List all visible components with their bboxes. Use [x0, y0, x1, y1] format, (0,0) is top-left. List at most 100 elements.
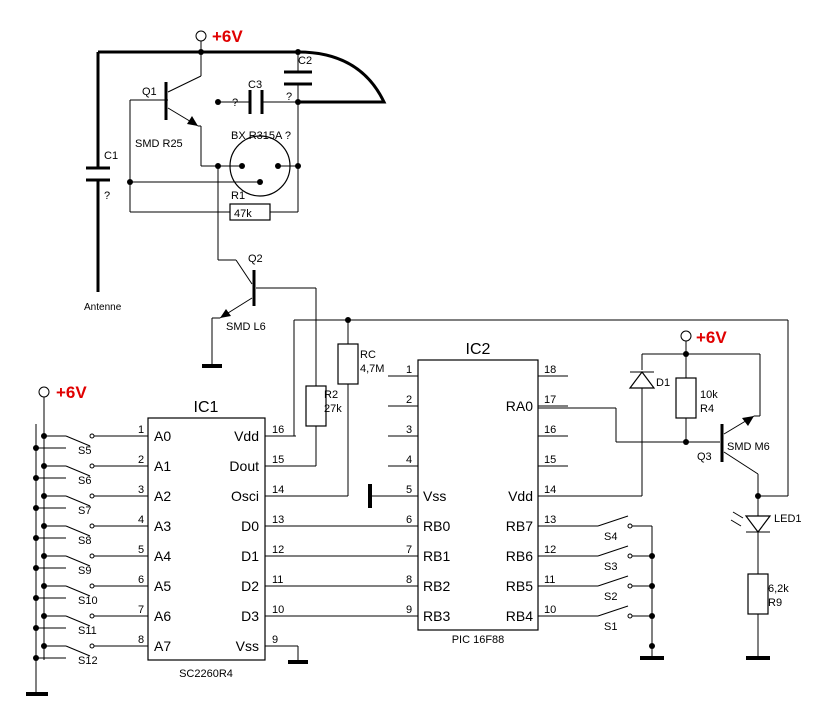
ic1-pin-num: 12 — [272, 544, 284, 556]
q1-ref: Q1 — [142, 86, 157, 98]
switch-label: S9 — [78, 565, 91, 577]
switch-label: S5 — [78, 445, 91, 457]
ic2-pin-num: 7 — [406, 544, 412, 556]
switch-contact — [597, 515, 629, 527]
rc-value: 4,7M — [360, 363, 384, 375]
switch-label: S7 — [78, 505, 91, 517]
ic2-pin-num: 11 — [544, 574, 555, 586]
q3-ref: Q3 — [697, 451, 712, 463]
ic2-pin-num: 4 — [406, 454, 412, 466]
ic2-pin-name: RB2 — [423, 578, 450, 594]
ic1-pin-num: 6 — [138, 574, 144, 586]
ic2-pin-num: 1 — [406, 364, 412, 376]
ic1-pin-num: 3 — [138, 484, 144, 496]
ic1-pin-num: 11 — [272, 574, 283, 586]
ic2-pin-num: 3 — [406, 424, 412, 436]
ic1-pin-num: 2 — [138, 454, 144, 466]
ic1-pin-name: D0 — [241, 518, 259, 534]
switch-contact — [65, 645, 91, 657]
q3-part: SMD M6 — [727, 441, 770, 453]
ic1-pin-num: 8 — [138, 634, 144, 646]
c2-ref: C2 — [298, 55, 312, 67]
c2-value: ? — [286, 91, 292, 103]
switch-label: S6 — [78, 475, 91, 487]
ic2-pin-name: RB7 — [506, 518, 533, 534]
ic2-pin-num: 18 — [544, 364, 556, 376]
switch-contact — [65, 555, 91, 567]
ic2-part: PIC 16F88 — [452, 634, 505, 646]
antenna-loop — [98, 50, 387, 104]
ic1-pin-name: Osci — [231, 488, 259, 504]
supply-label-left: +6V — [56, 383, 87, 402]
ic1-pin-num: 4 — [138, 514, 144, 526]
q1-part: SMD R25 — [135, 138, 183, 150]
switch-label: S11 — [78, 625, 97, 637]
resonator-label: BX R315A ? — [231, 130, 291, 142]
ic1-pin-name: A7 — [154, 638, 171, 654]
ic1-pin-name: Vdd — [234, 428, 259, 444]
switch-contact — [65, 525, 91, 537]
ic2-pin-num: 8 — [406, 574, 412, 586]
q2-ref: Q2 — [248, 253, 263, 265]
q1-emitter-arrow — [187, 116, 198, 126]
ic2-pin-num: 17 — [544, 394, 556, 406]
q2-part: SMD L6 — [226, 321, 266, 333]
switch-label: S3 — [604, 561, 617, 573]
ic1-pin-num: 13 — [272, 514, 284, 526]
switch-label: S2 — [604, 591, 617, 603]
ic1-pin-num: 14 — [272, 484, 284, 496]
ic2-pin-num: 5 — [406, 484, 412, 496]
ic2-pin-name: RB1 — [423, 548, 450, 564]
r4-ref: R4 — [700, 403, 714, 415]
d1-body — [628, 371, 656, 389]
supply-terminal-left — [38, 386, 50, 398]
ic1-pin-num: 1 — [138, 424, 144, 436]
ic2-pin-num: 13 — [544, 514, 556, 526]
switch-label: S8 — [78, 535, 91, 547]
rf-section: +6V C1 ? Antenne C2 ? Q1 SMD R25 — [84, 27, 789, 497]
ic1-pin-name: A4 — [154, 548, 171, 564]
ic1-pin-name: A0 — [154, 428, 171, 444]
led1-body — [744, 515, 772, 533]
supply-terminal-top — [195, 30, 207, 42]
ic1-pin-name: A2 — [154, 488, 171, 504]
ic1-pin-num: 15 — [272, 454, 284, 466]
ic1-pin-name: D2 — [241, 578, 259, 594]
ic1-ref: IC1 — [194, 399, 219, 416]
switch-contact — [65, 495, 91, 507]
c1-ref: C1 — [104, 150, 118, 162]
r2-ref: R2 — [324, 389, 338, 401]
supply-label-right: +6V — [696, 328, 727, 347]
ic1-pin-name: A1 — [154, 458, 171, 474]
ic2-pin-num: 2 — [406, 394, 412, 406]
switch-contact — [65, 585, 91, 597]
switch-label: S1 — [604, 621, 617, 633]
r9-ref: R9 — [768, 597, 782, 609]
switch-contact — [65, 435, 91, 447]
ic1-pin-num: 16 — [272, 424, 284, 436]
ic2-pin-name: Vss — [423, 488, 446, 504]
r2-value: 27k — [324, 403, 342, 415]
switch-label: S10 — [78, 595, 98, 607]
r4-value: 10k — [700, 389, 718, 401]
switch-contact — [65, 465, 91, 477]
ic2-pin-name: Vdd — [508, 488, 533, 504]
ic2-pin-num: 9 — [406, 604, 412, 616]
led1-ref: LED1 — [774, 513, 802, 525]
ic2-pin-name: RB4 — [506, 608, 533, 624]
r9-value: 6,2k — [768, 583, 789, 595]
ic2-pin-num: 16 — [544, 424, 556, 436]
ic1-pin-name: Vss — [236, 638, 259, 654]
switch-contact — [597, 605, 629, 617]
ic1-pin-name: A3 — [154, 518, 171, 534]
r4-body — [675, 377, 697, 419]
ic2-body — [417, 359, 539, 631]
switch-contact — [597, 575, 629, 587]
r1-value: 47k — [234, 208, 252, 220]
switch-label: S12 — [78, 655, 98, 667]
ic2-pin-num: 14 — [544, 484, 556, 496]
ic1-pin-name: A5 — [154, 578, 171, 594]
